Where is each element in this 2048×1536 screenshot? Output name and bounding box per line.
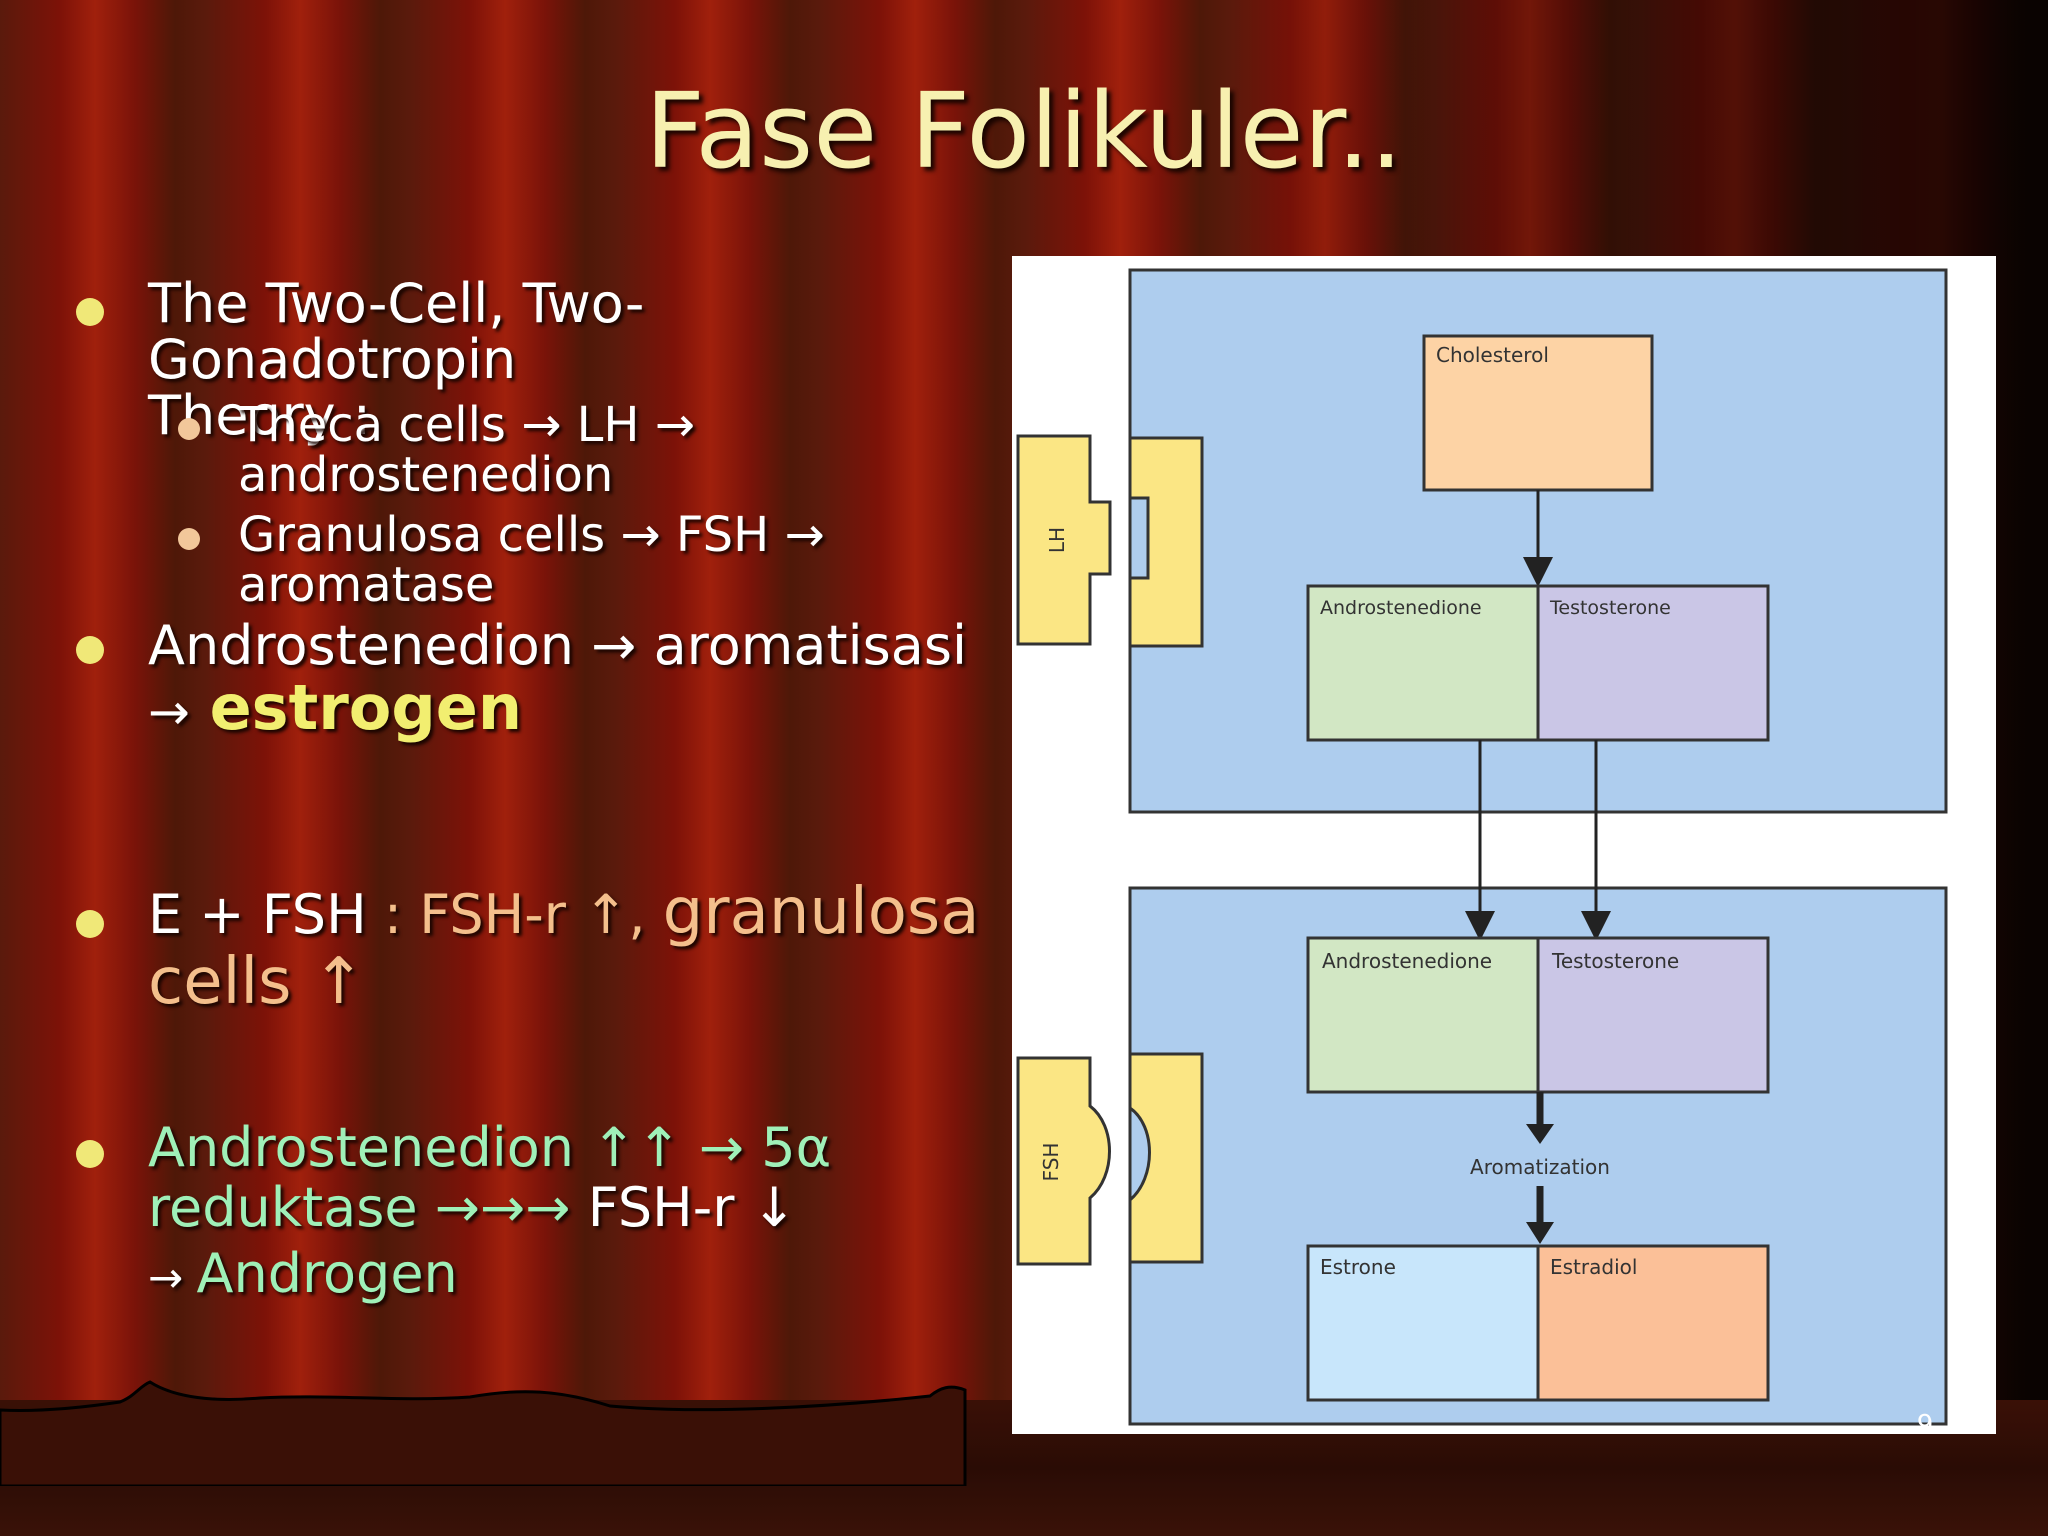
cholesterol-box — [1422, 334, 1654, 492]
estrogen-highlight: estrogen — [209, 671, 522, 744]
bullet-4-fshr: FSH-r ↓ — [570, 1176, 797, 1239]
androstenedione-bottom-box — [1306, 936, 1540, 1094]
aromatization-label: Aromatization — [1470, 1155, 1610, 1179]
fsh-receptor-shape — [1128, 1052, 1204, 1264]
bullet-dot — [76, 1140, 104, 1168]
bullet-4-line1: Androstenedion ↑↑ → 5α — [148, 1116, 832, 1179]
diagram-svg: LH FSH Cholesterol Androstenedione Testo… — [1016, 268, 1948, 1426]
lh-hormone-shape — [1016, 434, 1112, 646]
bullet-2: Androstenedion → aromatisasi → estrogen — [148, 618, 967, 746]
bullet-3: E + FSH : FSH-r ↑, granulosa cells ↑ — [148, 880, 979, 1017]
sub-bullet-2-line2: aromatase — [238, 557, 495, 613]
testosterone-bottom-box — [1536, 936, 1770, 1094]
androstenedione-top-box — [1306, 584, 1540, 742]
bullet-2-line2: → estrogen — [148, 674, 967, 746]
bullet-3-line1: E + FSH : FSH-r ↑, granulosa — [148, 880, 979, 947]
bullet-1-line1: The Two-Cell, Two-Gonadotropin — [148, 272, 645, 391]
sub-bullet-1: Theca cells → LH → androstenedion — [238, 400, 695, 500]
testosterone-top-box — [1536, 584, 1770, 742]
page-number: 9 — [1916, 1410, 1934, 1440]
bullet-2-line1: Androstenedion → aromatisasi — [148, 614, 967, 677]
bullet-4: Androstenedion ↑↑ → 5α reduktase →→→ FSH… — [148, 1118, 831, 1308]
slide-title: Fase Folikuler.. — [645, 70, 1403, 192]
testosterone-bottom-label: Testosterone — [1551, 949, 1679, 973]
bullet-dot — [76, 910, 104, 938]
cholesterol-label: Cholesterol — [1436, 343, 1549, 367]
fsh-hormone-shape — [1016, 1056, 1111, 1266]
bullet-dot — [76, 636, 104, 664]
estrone-box — [1306, 1244, 1540, 1402]
bullet-4-line3: → Androgen — [148, 1244, 831, 1308]
estradiol-label: Estradiol — [1550, 1255, 1637, 1279]
testosterone-top-label: Testosterone — [1549, 597, 1671, 619]
sub-bullet-2: Granulosa cells → FSH → aromatase — [238, 510, 825, 610]
estrone-label: Estrone — [1320, 1255, 1396, 1279]
bullet-3-orange: : FSH-r ↑, — [366, 883, 663, 946]
two-cell-diagram: LH FSH Cholesterol Androstenedione Testo… — [1012, 256, 1996, 1434]
sub-bullet-dot — [178, 528, 200, 550]
androstenedione-top-label: Androstenedione — [1320, 597, 1482, 619]
lh-label: LH — [1045, 527, 1069, 553]
androstenedione-bottom-label: Androstenedione — [1322, 949, 1492, 973]
bullet-3-line2: cells ↑ — [148, 945, 366, 1019]
bullet-4-reduktase: reduktase →→→ — [148, 1176, 571, 1239]
sub-bullet-1-line1: Theca cells → LH → — [238, 397, 695, 453]
fsh-label: FSH — [1039, 1143, 1063, 1182]
lh-receptor-shape — [1128, 436, 1204, 648]
stage-edge — [0, 1380, 967, 1486]
bullet-dot — [76, 298, 104, 326]
sub-bullet-2-line1: Granulosa cells → FSH → — [238, 507, 825, 563]
estradiol-box — [1536, 1244, 1770, 1402]
sub-bullet-1-line2: androstenedion — [238, 447, 614, 503]
sub-bullet-dot — [178, 418, 200, 440]
arrow-glyph: → — [148, 683, 190, 741]
androgen-label: Androgen — [196, 1242, 458, 1305]
arrow-glyph: → — [148, 1253, 197, 1302]
bullet-4-line2: reduktase →→→ FSH-r ↓ — [148, 1178, 831, 1238]
aromatization-arrow-2-head — [1526, 1222, 1554, 1244]
bullet-3-prefix: E + FSH — [148, 883, 367, 946]
bullet-3-granulosa: granulosa — [662, 875, 980, 949]
aromatization-arrow-1-head — [1526, 1124, 1554, 1144]
